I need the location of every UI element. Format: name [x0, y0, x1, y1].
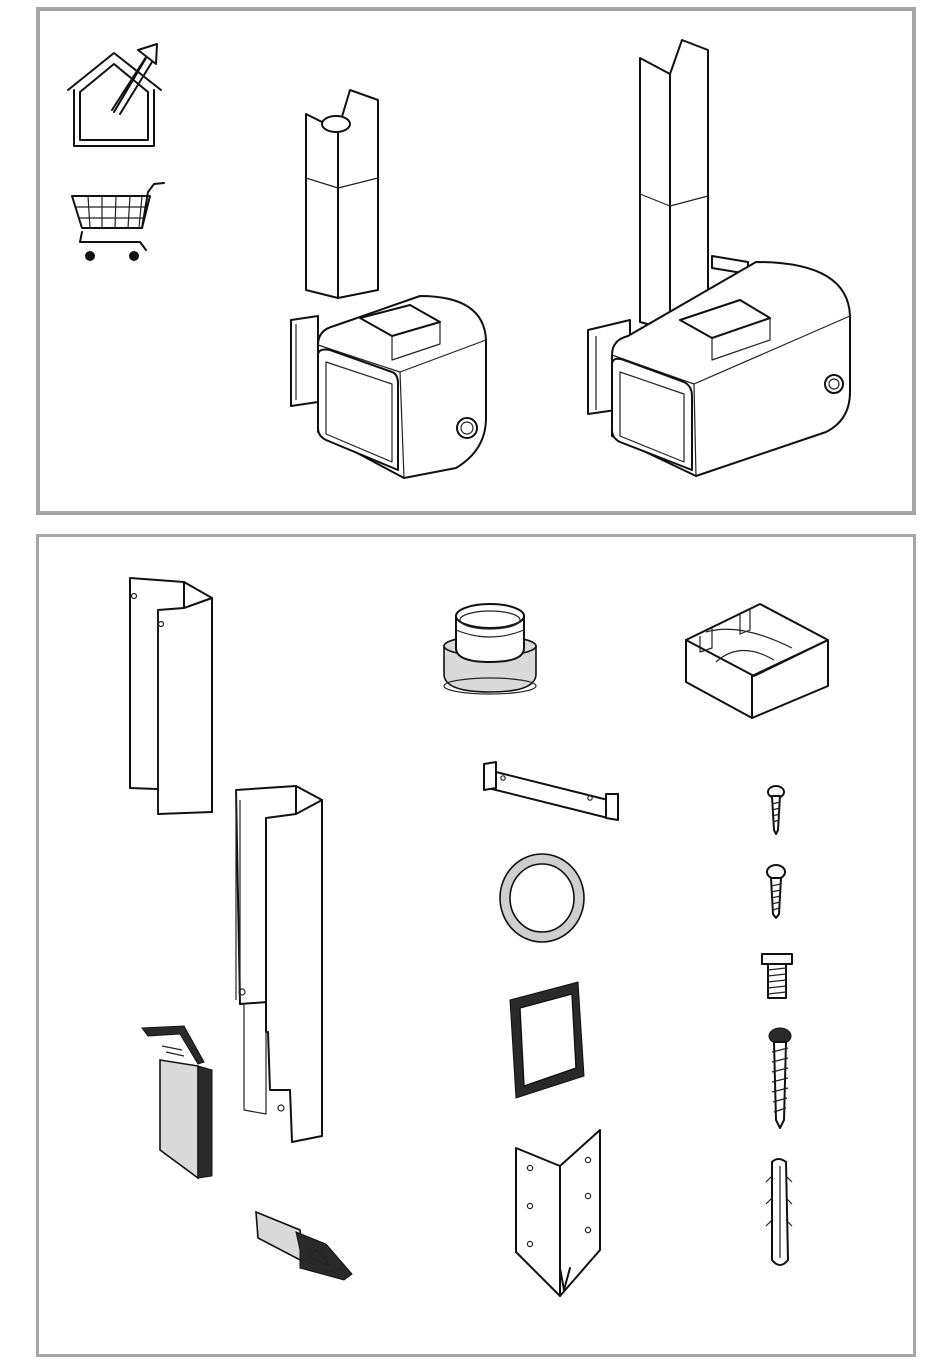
wall-plug — [766, 1159, 792, 1265]
chimney-upper-section — [130, 578, 212, 814]
square-frame — [510, 982, 584, 1098]
angle-bracket — [516, 1130, 600, 1296]
screw-medium — [767, 865, 785, 918]
bracket-right — [256, 1212, 352, 1280]
flange-reducer — [444, 604, 536, 694]
bracket-left — [142, 1026, 212, 1178]
screw-long — [769, 1028, 791, 1128]
wall-bracket-bar — [484, 762, 618, 820]
chimney-lower-section — [236, 786, 322, 1142]
sealing-ring — [500, 854, 584, 942]
screw-short — [768, 786, 784, 834]
bolt-hex — [762, 954, 792, 998]
chimney-support-cradle — [686, 604, 828, 718]
